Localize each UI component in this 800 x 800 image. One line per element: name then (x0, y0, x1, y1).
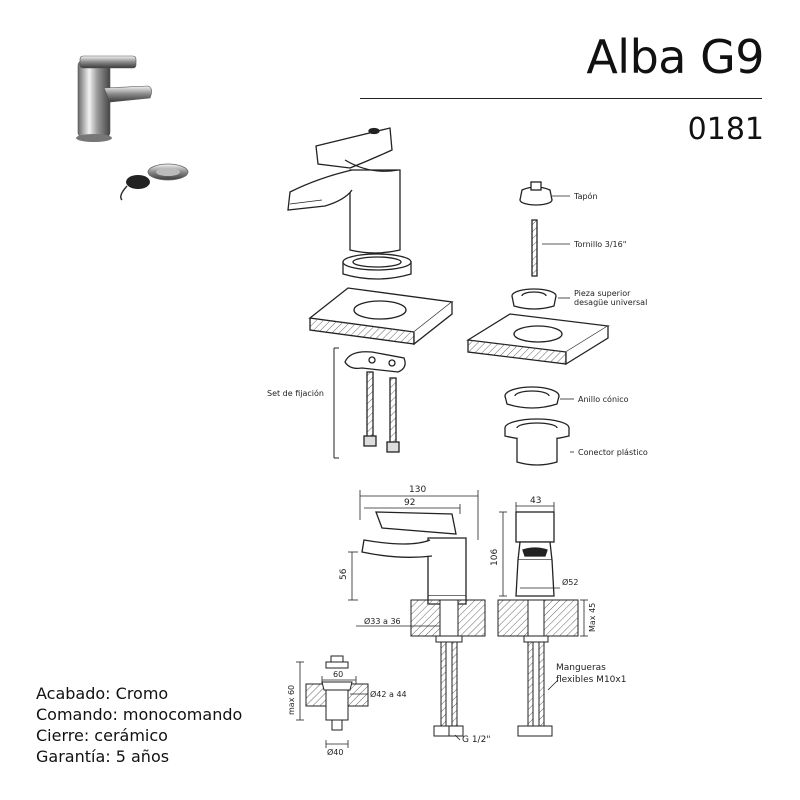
front-view-hoses (433, 641, 464, 737)
spec-finish: Acabado: Cromo (36, 684, 169, 703)
product-title: Alba G9 (586, 30, 764, 84)
spec-command: Comando: monocomando (36, 705, 243, 724)
drain-plug-photo (120, 163, 189, 201)
front-dimension-lines (348, 490, 479, 627)
dim-side-width: 43 (530, 496, 541, 506)
spec-warranty: Garantía: 5 años (36, 747, 170, 766)
dim-spout-height: 56 (339, 568, 349, 580)
dim-drain-max: max 60 (287, 685, 296, 715)
dim-total-height: 106 (490, 549, 500, 566)
side-view-hoses (517, 641, 553, 737)
drain-section-view (305, 655, 369, 731)
dim-width-total: 130 (409, 485, 426, 495)
title-divider (360, 98, 762, 99)
label-pieza-superior: Pieza superior (574, 289, 631, 298)
dim-hole-range: Ø33 a 36 (364, 616, 401, 626)
label-hoses-line1: Mangueras (556, 663, 606, 673)
label-fixing-set: Set de fijación (267, 388, 324, 398)
side-view-countertop (497, 599, 579, 643)
label-conector-plastico: Conector plástico (578, 448, 648, 457)
label-hoses-line2: flexibles M10x1 (556, 675, 626, 685)
label-desague-universal: desagüe universal (574, 298, 647, 307)
leader-lines (542, 195, 574, 453)
exploded-faucet (287, 127, 454, 453)
spec-closure: Cierre: cerámico (36, 726, 168, 745)
drain-dimension-lines (296, 661, 368, 748)
dim-max-thickness: Max 45 (588, 603, 597, 632)
product-code: 0181 (687, 112, 764, 147)
dim-drain-outlet: Ø40 (327, 747, 343, 757)
side-view-faucet (515, 511, 555, 597)
label-anillo-conico: Anillo cónico (578, 394, 629, 404)
dim-thread: G 1/2" (462, 735, 490, 745)
faucet-photo (76, 55, 152, 142)
dim-base-diameter: Ø52 (562, 577, 578, 587)
front-view-faucet (361, 511, 467, 605)
dim-drain-width: 60 (333, 670, 343, 679)
label-tapon: Tapón (573, 191, 598, 201)
dim-drain-hole: Ø42 a 44 (370, 689, 407, 699)
label-tornillo: Tornillo 3/16" (573, 240, 626, 249)
fixing-set-bracket (333, 347, 339, 459)
exploded-drain (466, 181, 610, 466)
front-view-countertop (410, 599, 486, 643)
dim-spout-reach: 92 (404, 498, 415, 508)
side-dimension-lines (499, 502, 588, 691)
spec-list: Acabado: Cromo Comando: monocomando Cier… (36, 683, 242, 767)
